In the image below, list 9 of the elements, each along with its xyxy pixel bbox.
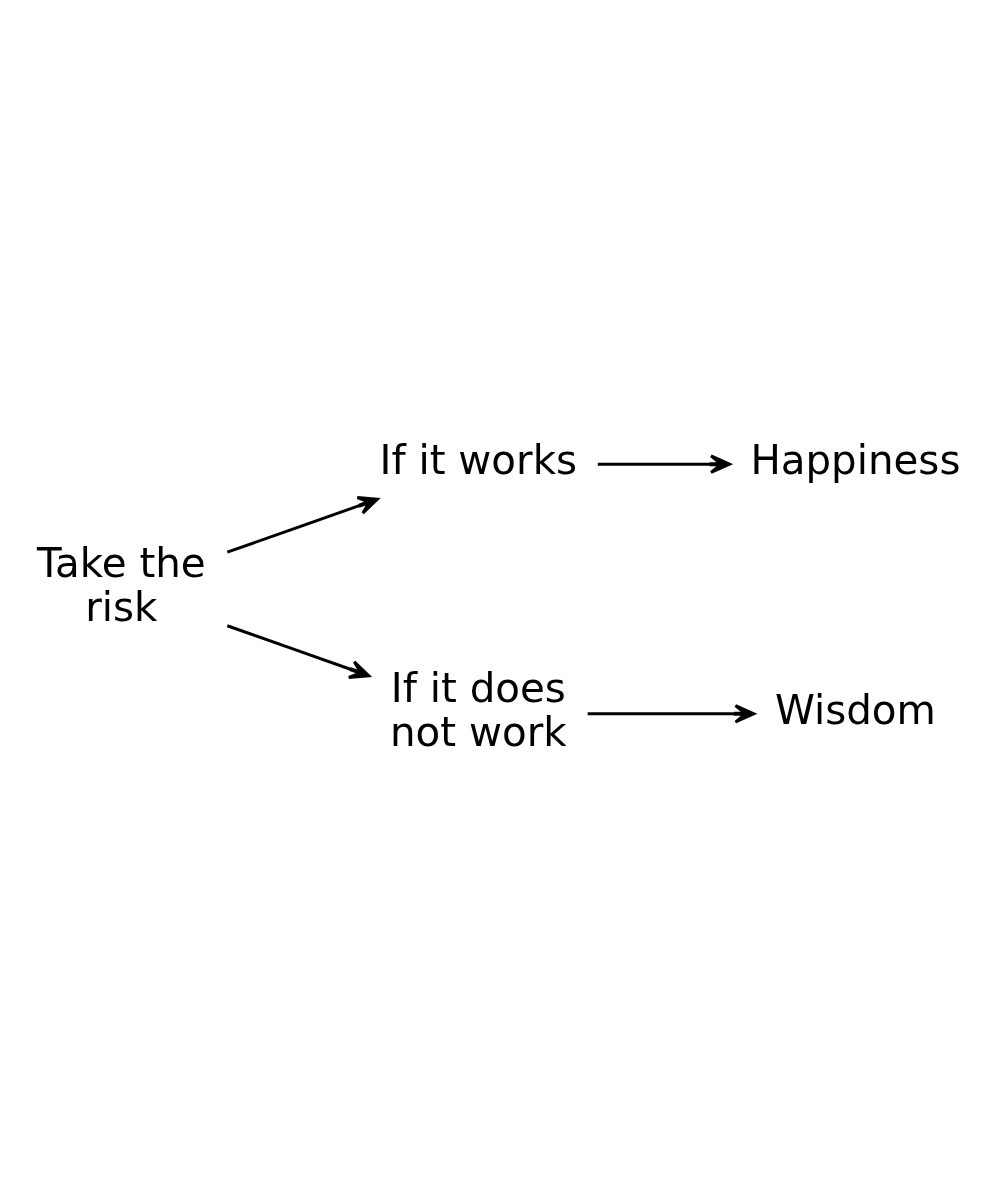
node-text: Happiness — [750, 437, 961, 485]
node-text: If it works — [379, 437, 578, 485]
arrow — [587, 704, 756, 724]
node-text: Wisdom — [774, 687, 936, 735]
arrow — [226, 496, 379, 554]
node-text: Take the risk — [37, 540, 206, 632]
node-text: If it does not work — [390, 665, 567, 757]
arrow — [597, 454, 731, 474]
arrow — [226, 624, 371, 679]
